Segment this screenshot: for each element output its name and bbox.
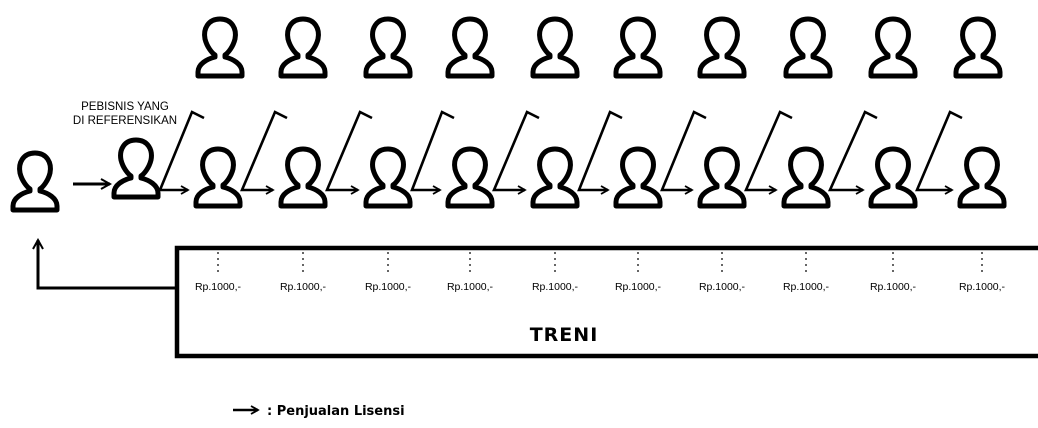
top-person-icon-2 bbox=[278, 16, 328, 79]
top-person-icon-8 bbox=[783, 16, 833, 79]
originator-person-icon bbox=[10, 150, 60, 213]
price-label-2: Rp.1000,- bbox=[280, 281, 327, 293]
top-person-icon-9 bbox=[868, 16, 918, 79]
chain-person-icon-6 bbox=[613, 146, 663, 209]
annotation-line-2: DI REFERENSIKAN bbox=[73, 115, 177, 127]
chain-person-icon-2 bbox=[278, 146, 328, 209]
chain-person-icon-1 bbox=[193, 146, 243, 209]
price-label-7: Rp.1000,- bbox=[699, 281, 746, 293]
top-person-icon-7 bbox=[697, 16, 747, 79]
referral-arrow-10 bbox=[915, 110, 963, 195]
price-label-9: Rp.1000,- bbox=[870, 281, 917, 293]
top-row-people bbox=[195, 16, 1003, 79]
price-label-3: Rp.1000,- bbox=[365, 281, 412, 293]
chain-person-icon-3 bbox=[363, 146, 413, 209]
referral-arrow-6 bbox=[577, 110, 623, 195]
top-person-icon-1 bbox=[195, 16, 245, 79]
top-person-icon-6 bbox=[613, 16, 663, 79]
price-label-4: Rp.1000,- bbox=[447, 281, 494, 293]
legend: : Penjualan Lisensi bbox=[233, 404, 405, 419]
referral-arrow-8 bbox=[744, 110, 793, 195]
top-person-icon-10 bbox=[953, 16, 1003, 79]
referral-arrow-7 bbox=[660, 110, 707, 195]
price-label-8: Rp.1000,- bbox=[783, 281, 830, 293]
top-person-icon-4 bbox=[445, 16, 495, 79]
referral-arrow-3 bbox=[325, 110, 373, 195]
price-ticks bbox=[217, 252, 983, 276]
referral-arrow-1 bbox=[158, 110, 205, 195]
treni-label: TRENI bbox=[530, 324, 599, 346]
top-person-icon-5 bbox=[530, 16, 580, 79]
chain-people bbox=[193, 146, 1007, 209]
referral-arrows bbox=[158, 110, 963, 195]
treni-box bbox=[174, 245, 1038, 359]
chain-person-icon-5 bbox=[530, 146, 580, 209]
price-label-5: Rp.1000,- bbox=[532, 281, 579, 293]
chain-person-icon-4 bbox=[445, 146, 495, 209]
return-arrow bbox=[38, 240, 177, 290]
referred-businessman-icon bbox=[111, 137, 161, 200]
chain-person-icon-9 bbox=[868, 146, 918, 209]
chain-person-icon-8 bbox=[781, 146, 831, 209]
annotation-line-1: PEBISNIS YANG bbox=[81, 101, 169, 113]
referral-arrow-5 bbox=[492, 110, 540, 195]
price-label-10: Rp.1000,- bbox=[959, 281, 1006, 293]
chain-person-icon-7 bbox=[697, 146, 747, 209]
price-label-6: Rp.1000,- bbox=[615, 281, 662, 293]
referral-arrow-9 bbox=[827, 110, 878, 195]
referral-arrow-2 bbox=[240, 110, 288, 195]
top-person-icon-3 bbox=[363, 16, 413, 79]
price-label-1: Rp.1000,- bbox=[195, 281, 242, 293]
referral-arrow-4 bbox=[410, 110, 455, 195]
chain-person-icon-10 bbox=[957, 146, 1007, 209]
price-labels: Rp.1000,- Rp.1000,- Rp.1000,- Rp.1000,- Rp.1… bbox=[195, 281, 1006, 293]
legend-label: : Penjualan Lisensi bbox=[267, 404, 405, 419]
